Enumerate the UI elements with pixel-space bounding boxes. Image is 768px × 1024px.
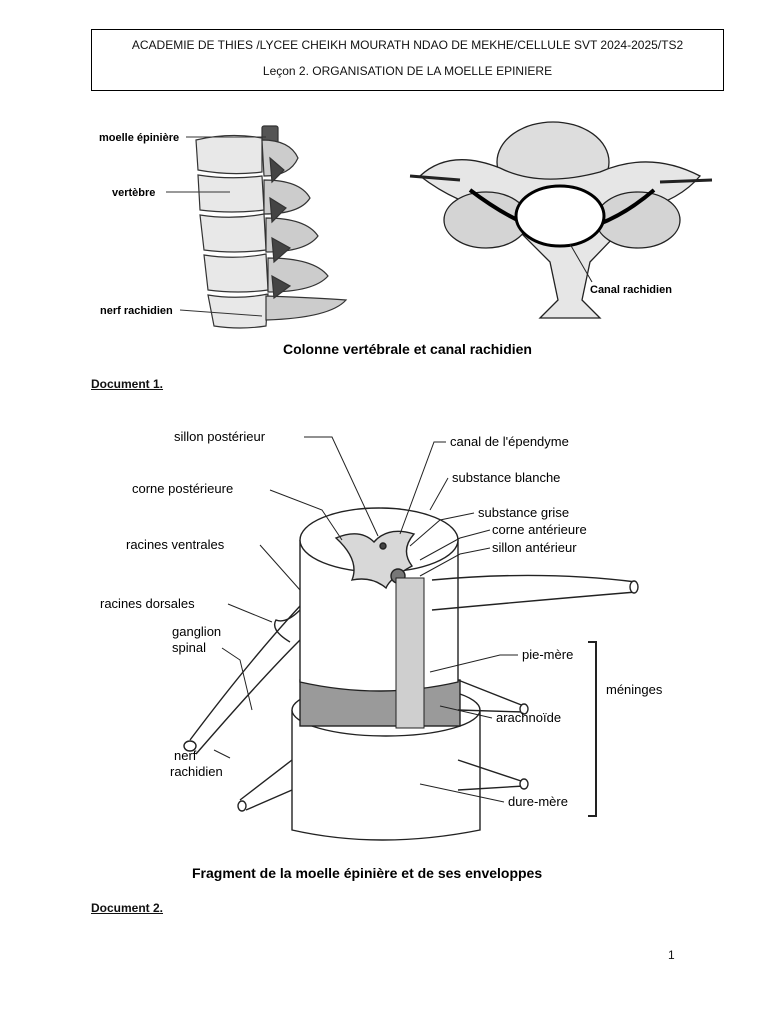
header-title: ACADEMIE DE THIES /LYCEE CHEIKH MOURATH … — [131, 38, 684, 52]
label-meninges: méninges — [606, 682, 663, 697]
label-moelle-epiniere: moelle épinière — [99, 132, 179, 144]
label-sillon-anterieur: sillon antérieur — [492, 540, 577, 555]
label-vertebre: vertèbre — [112, 187, 155, 199]
document1-label: Document 1. — [91, 377, 164, 391]
canal-pointer — [569, 243, 593, 283]
figure-spinal-cord-fragment: sillon postérieur canal de l'épendyme su… — [100, 429, 663, 881]
label-sillon-posterieur: sillon postérieur — [174, 429, 266, 444]
label-racines-dorsales: racines dorsales — [100, 596, 195, 611]
figure2-pointer-lines — [213, 436, 518, 803]
label-racines-ventrales: racines ventrales — [126, 537, 225, 552]
figure1-pointer-lines — [166, 136, 266, 317]
spinal-cord-drawing — [183, 507, 639, 841]
label-spinal: spinal — [172, 640, 206, 655]
figure-vertebral-column: moelle épinière vertèbre nerf rachidien … — [99, 121, 713, 357]
label-nerf-rachidien: nerf rachidien — [100, 305, 173, 317]
header-box: ACADEMIE DE THIES /LYCEE CHEIKH MOURATH … — [91, 29, 724, 91]
vertebra-cross-section — [409, 121, 713, 319]
label-pie-mere: pie-mère — [522, 647, 573, 662]
label-substance-blanche: substance blanche — [452, 470, 560, 485]
lesson-title: Leçon 2. ORGANISATION DE LA MOELLE EPINI… — [262, 64, 553, 78]
label-corne-posterieure: corne postérieure — [132, 481, 233, 496]
label-rachidien: rachidien — [170, 764, 223, 779]
label-corne-anterieure: corne antérieure — [492, 522, 587, 537]
label-canal-rachidien: Canal rachidien — [590, 284, 672, 296]
label-arachnoide: arachnoïde — [496, 710, 561, 725]
figure1-caption: Colonne vertébrale et canal rachidien — [283, 341, 532, 357]
label-ganglion: ganglion — [172, 624, 221, 639]
vertebral-column-drawing — [195, 125, 348, 329]
label-substance-grise: substance grise — [478, 505, 569, 520]
document2-label: Document 2. — [91, 901, 164, 915]
label-dure-mere: dure-mère — [508, 794, 568, 809]
figure2-caption: Fragment de la moelle épinière et de ses… — [192, 865, 542, 881]
page-number: 1 — [668, 948, 675, 962]
label-nerf: nerf — [174, 748, 197, 763]
label-canal-ependyme: canal de l'épendyme — [450, 434, 569, 449]
